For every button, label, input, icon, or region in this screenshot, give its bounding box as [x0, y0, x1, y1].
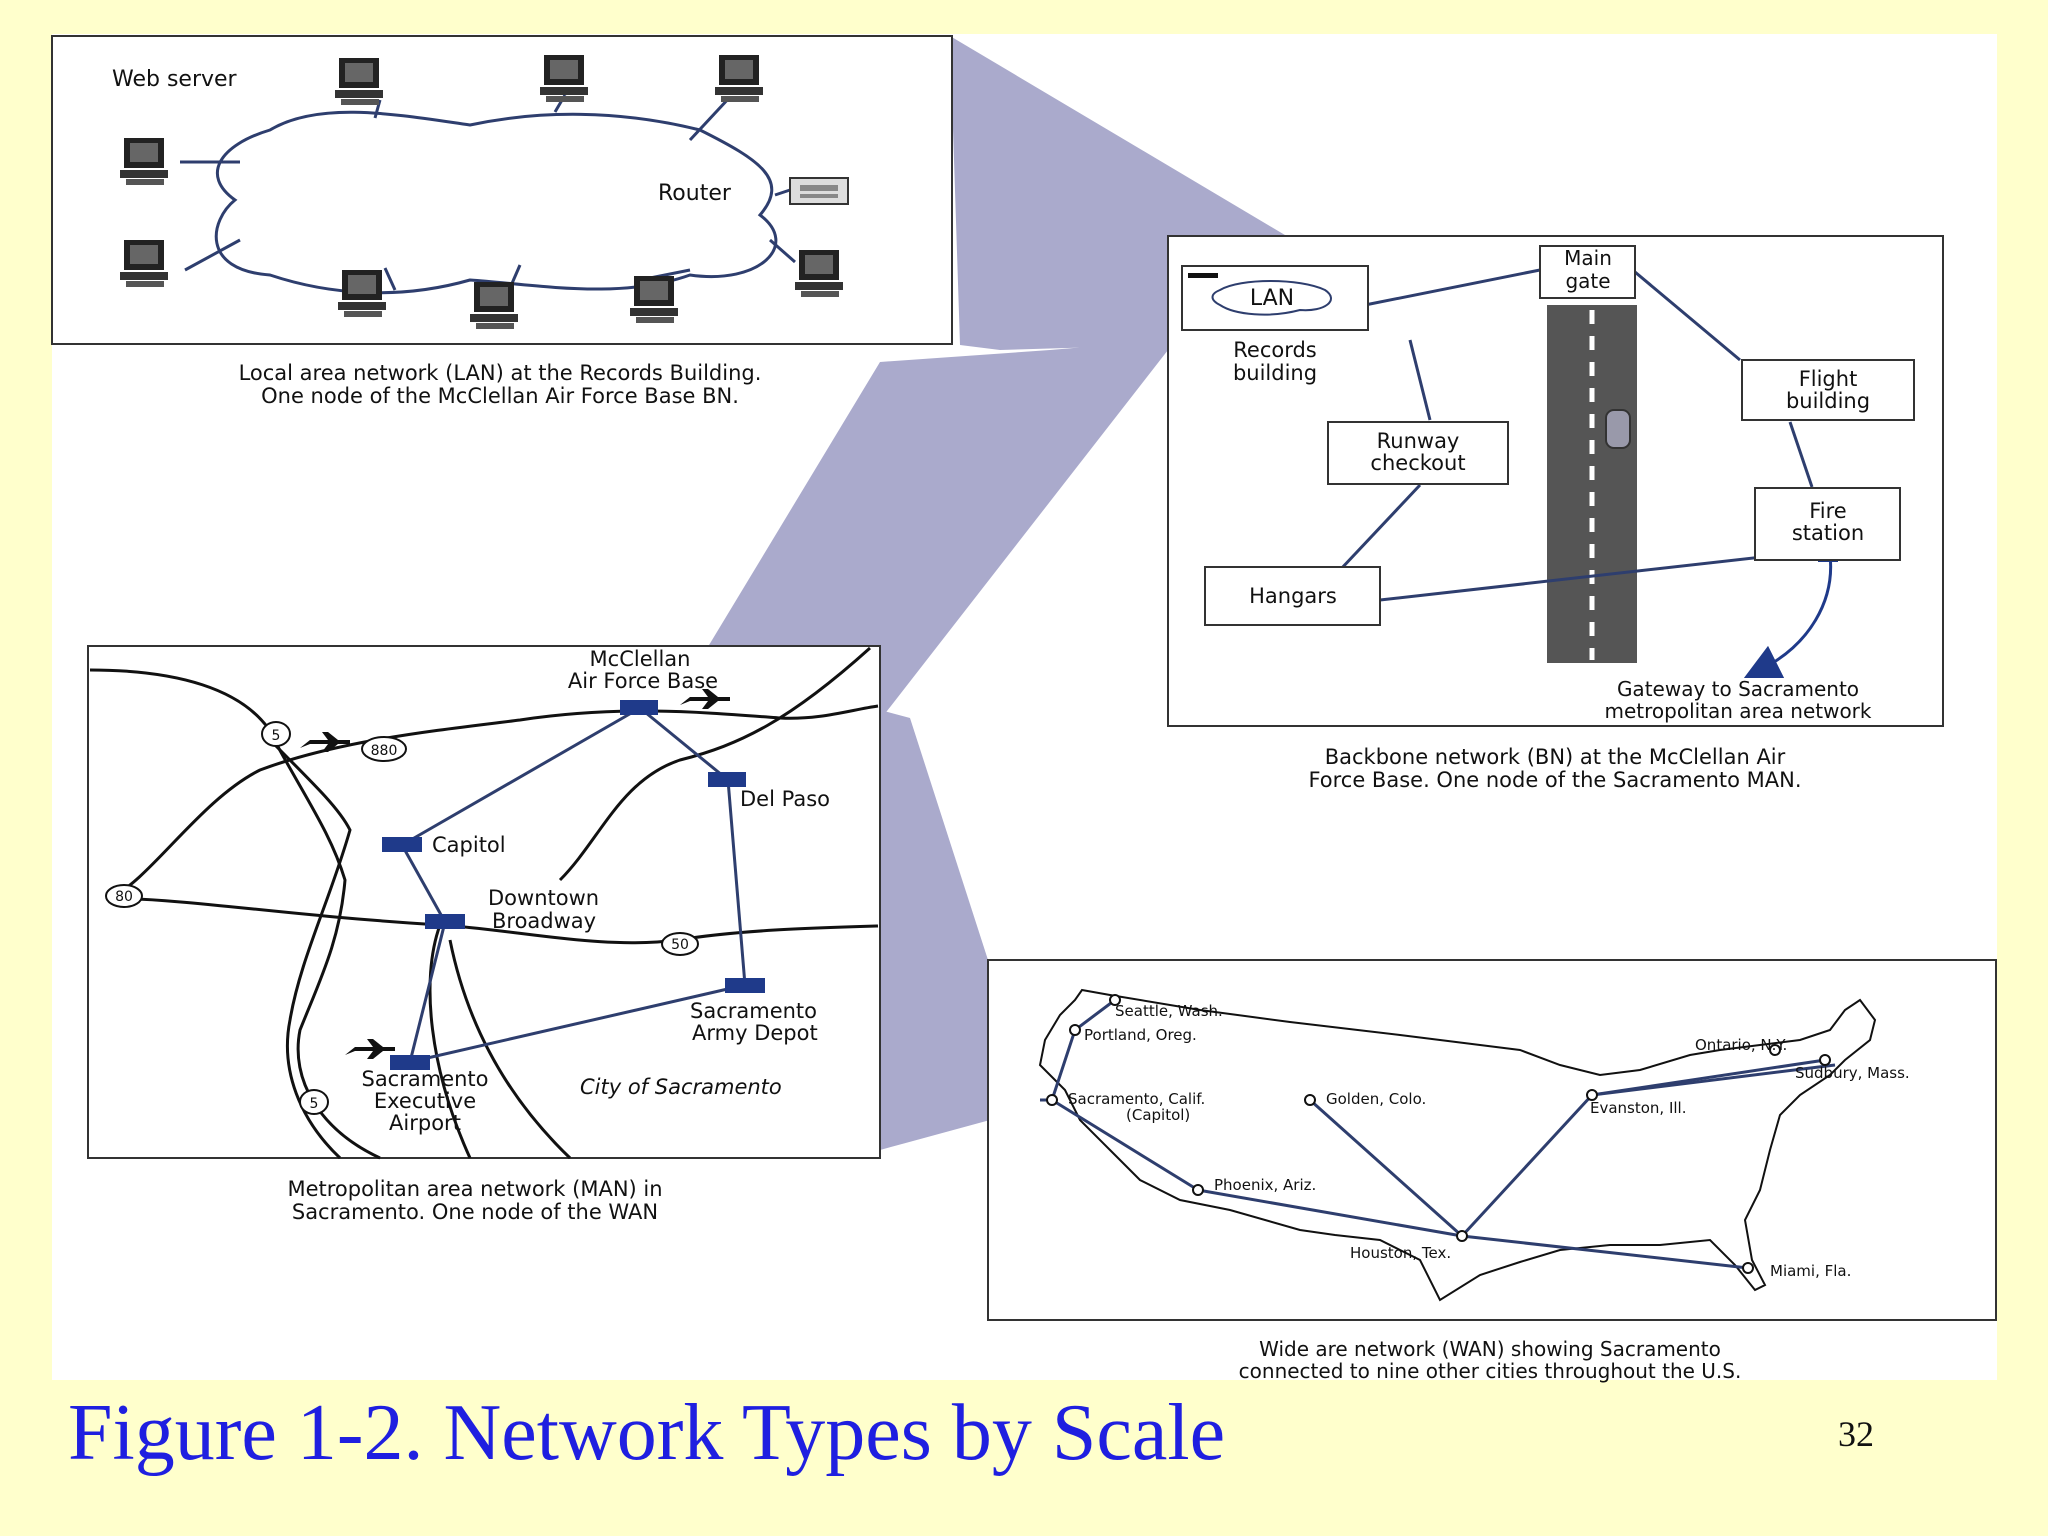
- pc-icon: [470, 282, 518, 329]
- runway-checkout-box: Runway checkout: [1327, 421, 1509, 485]
- airport-line3: Airport: [389, 1111, 461, 1135]
- highway-5b-shield: 5: [299, 1089, 329, 1115]
- man-nodes: [382, 700, 765, 1070]
- pc-icon: [338, 270, 386, 317]
- seattle-label: Seattle, Wash.: [1115, 1002, 1223, 1020]
- records-line1: Records: [1233, 338, 1317, 362]
- hangars-box: Hangars: [1204, 566, 1381, 626]
- main-gate-line2: gate: [1565, 269, 1610, 293]
- army-depot-line1: Sacramento: [690, 999, 817, 1023]
- highways: [89, 646, 879, 1160]
- router-label: Router: [658, 181, 732, 206]
- flight-building-box: Flight building: [1741, 359, 1915, 421]
- pc-icon: [630, 276, 678, 323]
- portland-label: Portland, Oreg.: [1084, 1026, 1197, 1044]
- houston-label: Houston, Tex.: [1350, 1244, 1451, 1262]
- zoom-wedge-bn: [700, 340, 1168, 720]
- runway-line1: Runway: [1377, 429, 1460, 453]
- highway-880-shield: 880: [361, 736, 407, 762]
- main-gate-box: Main gate: [1539, 245, 1636, 299]
- records-line2: building: [1233, 361, 1317, 385]
- bn-panel: LAN Main gate Flight building Runway che…: [1167, 235, 1944, 727]
- runway-line2: checkout: [1370, 451, 1465, 475]
- gateway-line1: Gateway to Sacramento: [1617, 677, 1859, 701]
- flight-line1: Flight: [1799, 367, 1858, 391]
- city-label: City of Sacramento: [580, 1075, 782, 1099]
- airport-line2: Executive: [374, 1089, 476, 1113]
- highway-80-shield: 80: [105, 884, 143, 908]
- army-depot-line2: Army Depot: [692, 1021, 818, 1045]
- wan-caption-line2: connected to nine other cities throughou…: [1239, 1359, 1742, 1383]
- svg-text:880: 880: [371, 743, 398, 759]
- svg-text:5: 5: [272, 728, 281, 744]
- mcclellan-line1: McClellan: [590, 647, 691, 671]
- airplane-icon: [345, 1039, 395, 1059]
- web-server-label: Web server: [112, 67, 238, 92]
- man-caption-line1: Metropolitan area network (MAN) in: [287, 1177, 662, 1201]
- flight-line2: building: [1786, 389, 1870, 413]
- lan-caption-line1: Local area network (LAN) at the Records …: [239, 361, 762, 385]
- airplane-on-runway-icon: [1605, 409, 1631, 449]
- svg-text:5: 5: [310, 1096, 319, 1112]
- mini-lan-label: LAN: [1250, 286, 1294, 311]
- mcclellan-line2: Air Force Base: [568, 669, 718, 693]
- pc-icon: [540, 55, 588, 102]
- lan-panel: Web server Router: [51, 35, 953, 345]
- airplane-icon: [300, 732, 350, 752]
- airport-line1: Sacramento: [361, 1067, 488, 1091]
- fire-line2: station: [1792, 521, 1864, 545]
- svg-text:50: 50: [671, 937, 689, 953]
- wan-caption-line1: Wide are network (WAN) showing Sacrament…: [1259, 1337, 1721, 1361]
- fire-line1: Fire: [1809, 499, 1846, 523]
- downtown-line2: Broadway: [492, 909, 596, 933]
- man-panel: 5 880 80 50 5 McClellan Air Force Base D…: [87, 645, 881, 1160]
- lan-cloud: [214, 110, 778, 295]
- highway-5-shield: 5: [261, 721, 291, 747]
- bn-caption-line2: Force Base. One node of the Sacramento M…: [1308, 768, 1801, 792]
- evanston-label: Evanston, Ill.: [1590, 1099, 1687, 1117]
- wan-links: [1040, 998, 1836, 1270]
- lan-caption-line2: One node of the McClellan Air Force Base…: [261, 384, 739, 408]
- miami-label: Miami, Fla.: [1770, 1262, 1851, 1280]
- pc-icon: [335, 58, 383, 105]
- sudbury-label: Sudbury, Mass.: [1795, 1064, 1910, 1082]
- pc-icon: [795, 250, 843, 297]
- svg-text:80: 80: [115, 889, 133, 905]
- capitol-label: Capitol: [432, 833, 506, 857]
- ontario-label: Ontario, N.Y.: [1695, 1036, 1787, 1054]
- sacramento-label-line2: (Capitol): [1126, 1106, 1190, 1124]
- page-number: 32: [1838, 1414, 1874, 1454]
- highway-50-shield: 50: [661, 932, 699, 956]
- fire-station-box: Fire station: [1754, 487, 1901, 561]
- airplane-icon: [680, 689, 730, 709]
- golden-label: Golden, Colo.: [1326, 1090, 1426, 1108]
- pc-icon: [120, 240, 168, 287]
- man-links: [400, 706, 747, 1064]
- man-caption-line2: Sacramento. One node of the WAN: [292, 1200, 658, 1224]
- sacramento-label-line1: Sacramento, Calif.: [1068, 1090, 1205, 1108]
- del-paso-label: Del Paso: [740, 787, 830, 811]
- pc-icon: [120, 138, 168, 185]
- wan-nodes: [1046, 994, 1831, 1274]
- phoenix-label: Phoenix, Ariz.: [1214, 1176, 1316, 1194]
- pc-icon: [715, 55, 763, 102]
- mini-lan-node: LAN: [1181, 265, 1369, 331]
- downtown-line1: Downtown: [488, 886, 599, 910]
- gateway-line2: metropolitan area network: [1604, 699, 1871, 723]
- slide-title: Figure 1-2. Network Types by Scale: [68, 1389, 1226, 1477]
- main-gate-line1: Main: [1564, 246, 1612, 270]
- hangars-label: Hangars: [1249, 584, 1337, 608]
- router-icon: [789, 177, 849, 205]
- bn-caption-line1: Backbone network (BN) at the McClellan A…: [1325, 745, 1786, 769]
- wan-panel: Seattle, Wash. Portland, Oreg. Sacrament…: [987, 959, 1997, 1321]
- zoom-wedge-man: [880, 710, 990, 1150]
- us-outline: [1038, 988, 1877, 1302]
